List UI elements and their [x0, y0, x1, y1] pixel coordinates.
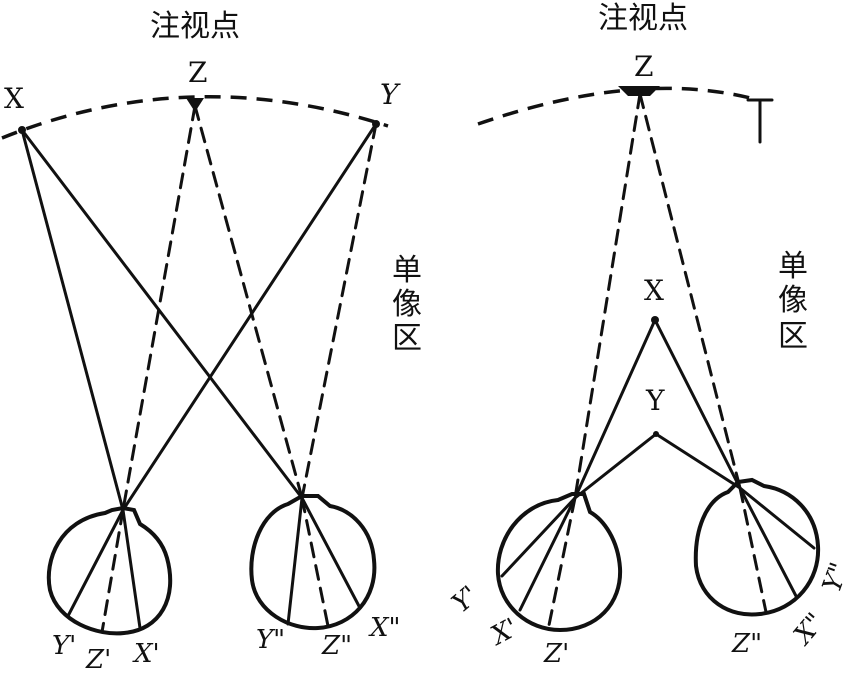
- right-zone-char-3: 区: [778, 319, 808, 354]
- left-line-z-to-right-eye: [193, 104, 304, 500]
- right-right-eye-label-z: Z": [731, 629, 762, 659]
- right-zone-char-2: 像: [778, 283, 808, 318]
- right-left-eye-label-y: Y': [447, 580, 485, 619]
- right-line-y-to-right-eye: [654, 432, 742, 490]
- right-line-x-to-right-eye: [653, 318, 742, 490]
- right-right-eye-ray-x: [738, 486, 798, 598]
- right-left-eye-ray-y: [500, 496, 577, 578]
- right-left-eye-label-z: Z': [543, 639, 569, 669]
- right-eye-ray-x: [300, 496, 362, 610]
- right-eye-label-x: X": [368, 613, 400, 643]
- right-zone-char-1: 单: [778, 249, 808, 284]
- right-point-y-label: Y: [645, 384, 665, 417]
- left-eye-ray-y: [66, 508, 125, 618]
- right-line-z-to-right-eye: [638, 92, 742, 490]
- left-line-x-to-right-eye: [20, 128, 304, 500]
- right-left-eye-ray-z: [546, 496, 577, 632]
- right-eye-label-y: Y": [256, 625, 285, 655]
- right-horopter-arc: [477, 86, 759, 126]
- right-eyeball: [249, 494, 377, 631]
- right-line-y-to-left-eye: [573, 432, 658, 500]
- right-right-eye-ray-z: [738, 486, 768, 614]
- left-eye-label-x: X': [132, 639, 160, 669]
- right-right-eye-ray-y: [738, 486, 816, 550]
- right-right-eye-label-y: Y": [817, 559, 855, 597]
- left-eye-label-y: Y': [52, 631, 76, 661]
- left-panel: 注视点 Z X Y 单 像 区 Y' Z' X': [1, 9, 422, 674]
- right-line-z-to-left-eye: [573, 92, 642, 500]
- left-zone-char-3: 区: [392, 321, 422, 356]
- right-panel-right-eye: [693, 477, 821, 617]
- left-panel-right-eye: [249, 494, 377, 631]
- right-eye-ray-z: [300, 496, 330, 628]
- right-line-x-to-left-eye: [573, 318, 657, 500]
- left-line-y-to-right-eye: [300, 122, 378, 500]
- right-point-z: [618, 86, 660, 96]
- left-zone-char-1: 单: [392, 253, 422, 288]
- left-horopter-arc: [1, 95, 389, 140]
- right-panel-left-eyeball: [495, 492, 623, 633]
- left-eye-ray-x: [121, 508, 142, 630]
- left-panel-left-eye: [46, 505, 173, 636]
- right-panel-right-eyeball: [693, 477, 821, 617]
- right-right-eye-label-x: X": [787, 608, 831, 652]
- right-point-x-label: X: [644, 274, 664, 307]
- right-left-eye-label-x: X': [485, 613, 524, 652]
- left-line-z-to-left-eye: [121, 104, 197, 512]
- left-line-x-to-left-eye: [20, 128, 125, 512]
- left-eyeball: [46, 505, 173, 636]
- right-eye-label-z: Z": [321, 631, 352, 661]
- right-left-eye-ray-x: [518, 496, 577, 612]
- right-point-z-label: Z: [634, 50, 653, 83]
- right-eye-ray-y: [286, 496, 304, 626]
- left-line-y-to-left-eye: [121, 122, 378, 512]
- right-fixation-title: 注视点: [598, 1, 688, 36]
- left-point-z-label: Z: [188, 56, 207, 89]
- left-point-x-label: X: [4, 82, 24, 115]
- left-eye-ray-z: [100, 508, 125, 634]
- right-panel-left-eye: [495, 492, 623, 633]
- left-point-y-label: Y: [380, 78, 401, 111]
- left-eye-label-z: Z': [85, 645, 111, 674]
- right-panel: 注视点 Z X Y 单 像 区 Y' X' Z': [447, 1, 855, 669]
- left-fixation-title: 注视点: [150, 9, 240, 44]
- left-zone-char-2: 像: [392, 287, 422, 322]
